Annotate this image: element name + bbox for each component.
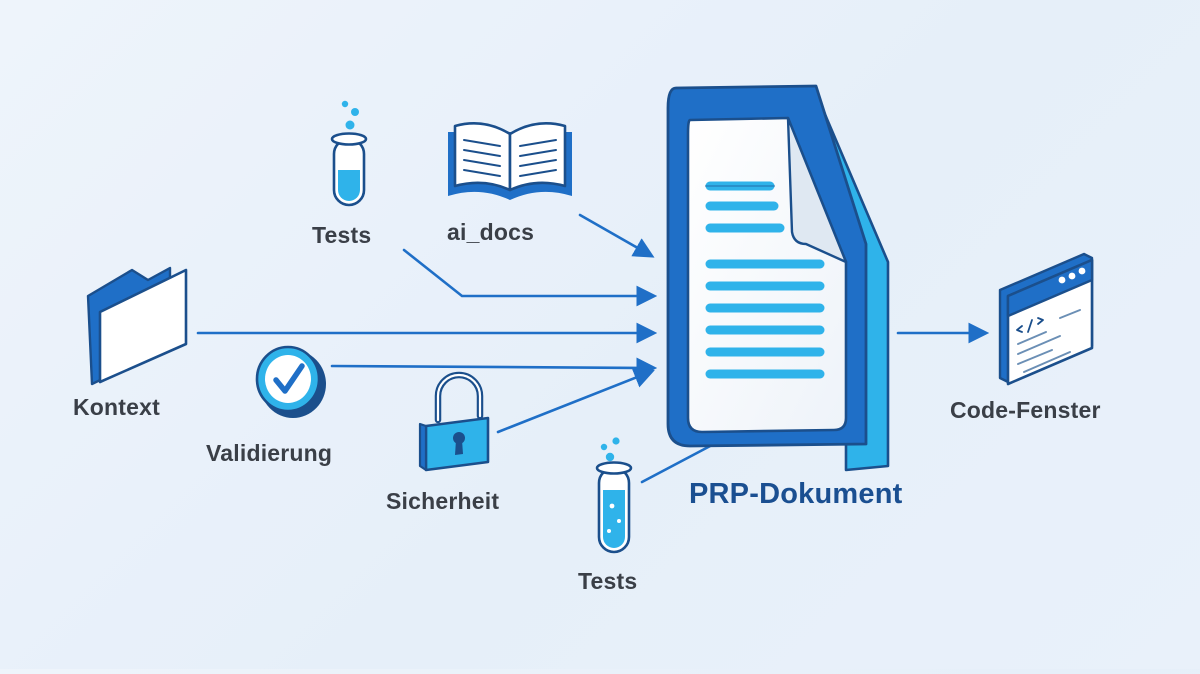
label-prp-dokument: PRP-Dokument: [689, 478, 903, 510]
document-icon: [666, 84, 890, 472]
label-tests-top: Tests: [312, 222, 372, 248]
arrow-ai-docs: [578, 213, 655, 258]
arrows: [196, 213, 990, 484]
label-tests-bottom: Tests: [578, 568, 638, 594]
test-tube-icon: [595, 437, 633, 554]
open-book-icon: [448, 122, 572, 200]
code-window-icon: [998, 252, 1094, 386]
arrow-validierung: [330, 357, 658, 379]
label-kontext: Kontext: [73, 394, 161, 420]
label-sicherheit: Sicherheit: [386, 488, 500, 514]
label-validierung: Validierung: [206, 440, 333, 466]
arrow-sicherheit: [496, 368, 655, 434]
folder-icon: [86, 266, 188, 386]
arrow-tests-top: [402, 248, 658, 307]
test-tube-icon: [330, 100, 368, 207]
padlock-icon: [418, 371, 490, 472]
label-code-fenster: Code-Fenster: [950, 397, 1101, 423]
label-ai-docs: ai_docs: [447, 219, 535, 245]
checkmark-circle-icon: [255, 345, 326, 418]
